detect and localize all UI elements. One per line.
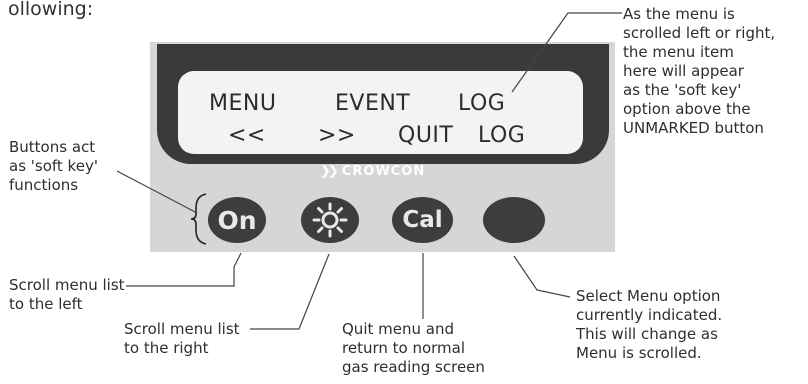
brand-name: CROWCON	[341, 163, 426, 179]
leader-scroll-left	[126, 252, 242, 287]
light-button[interactable]	[301, 197, 359, 243]
logo-chevron-icon: ❯❯	[320, 163, 339, 179]
lcd-quit-label: QUIT	[398, 123, 454, 148]
select-button[interactable]	[483, 197, 545, 243]
note-menu-item: As the menu is scrolled left or right, t…	[623, 5, 776, 137]
note-scroll-right: Scroll menu list to the right	[124, 320, 240, 357]
leader-menu-item	[511, 12, 622, 93]
lcd-scroll-left-label: <<	[228, 123, 266, 148]
note-quit: Quit menu and return to normal gas readi…	[342, 320, 485, 376]
leader-soft-keys	[116, 170, 198, 214]
on-button[interactable]: On	[208, 197, 266, 243]
note-soft-keys: Buttons act as 'soft key' functions	[9, 138, 98, 194]
lcd-log-label: LOG	[458, 91, 506, 116]
leader-scroll-right	[250, 253, 330, 330]
leader-select	[513, 255, 571, 298]
cal-button-label: Cal	[402, 207, 443, 233]
lcd-log-softkey-label: LOG	[478, 123, 526, 148]
lcd-scroll-right-label: >>	[318, 123, 356, 148]
sun-icon	[312, 202, 348, 238]
crowcon-logo: ❯❯ CROWCON	[320, 162, 425, 180]
bracket-icon	[190, 193, 207, 245]
on-button-label: On	[217, 205, 257, 235]
lcd-screen	[178, 71, 583, 154]
lcd-menu-label: MENU	[209, 91, 277, 116]
note-select: Select Menu option currently indicated. …	[576, 287, 723, 362]
intro-text: ollowing:	[8, 0, 94, 20]
lcd-event-label: EVENT	[335, 91, 411, 116]
note-scroll-left: Scroll menu list to the left	[9, 276, 125, 313]
cal-button[interactable]: Cal	[392, 197, 453, 243]
